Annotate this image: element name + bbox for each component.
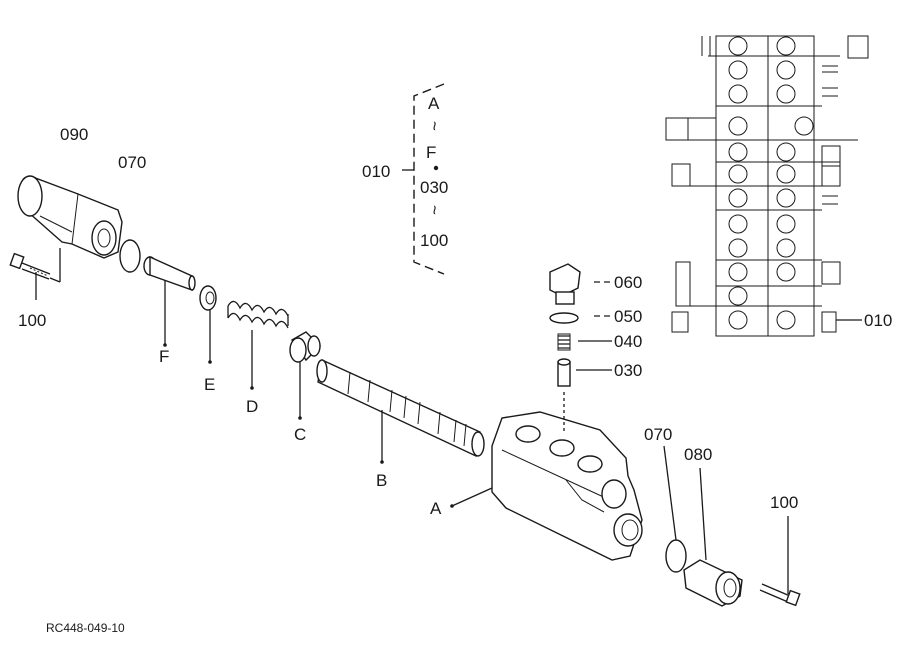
label-030: 030 [614, 361, 642, 380]
bracket-label-030: 030 [420, 178, 448, 197]
label-070-right: 070 [644, 425, 672, 444]
letter-label-d: D [246, 397, 258, 416]
letter-label-c: C [294, 425, 306, 444]
label-100-left: 100 [18, 311, 46, 330]
o-ring-070-left [119, 239, 141, 273]
label-070-top: 070 [118, 153, 146, 172]
plug-060 [549, 263, 612, 305]
letter-label-f: F [159, 347, 169, 366]
label-090: 090 [60, 125, 88, 144]
cap-090 [17, 175, 123, 259]
bolt-100-right [759, 516, 801, 607]
reference-code: RC448-049-10 [46, 621, 125, 635]
shaft-f [143, 255, 196, 347]
label-080: 080 [684, 445, 712, 464]
valve-body-a [450, 411, 643, 561]
spring-d [227, 300, 289, 390]
collar-e [199, 285, 217, 364]
fitting-080 [683, 467, 743, 607]
bracket-label-tilde2: ~ [425, 205, 444, 215]
label-050: 050 [614, 307, 642, 326]
valve-bank-schematic [665, 35, 869, 337]
bullet-dot [433, 165, 439, 171]
label-010-right: 010 [864, 311, 892, 330]
plunger-030 [557, 358, 612, 432]
label-010-mid: 010 [362, 162, 390, 181]
bolt-100-left [9, 248, 61, 300]
o-ring-070-right [665, 539, 687, 573]
label-060: 060 [614, 273, 642, 292]
o-ring-050 [549, 312, 579, 324]
bracket-label-100: 100 [420, 231, 448, 250]
letter-label-e: E [204, 375, 215, 394]
bracket-010 [413, 83, 445, 275]
cup-c [289, 331, 321, 420]
letter-label-a: A [430, 499, 442, 518]
spool-b [316, 358, 485, 464]
bracket-label-tilde1: ~ [425, 121, 444, 131]
bracket-label-f: F [426, 143, 436, 162]
label-040: 040 [614, 332, 642, 351]
letter-label-b: B [376, 471, 387, 490]
label-100-right: 100 [770, 493, 798, 512]
spring-040 [557, 333, 612, 351]
bracket-label-a: A [428, 94, 440, 113]
